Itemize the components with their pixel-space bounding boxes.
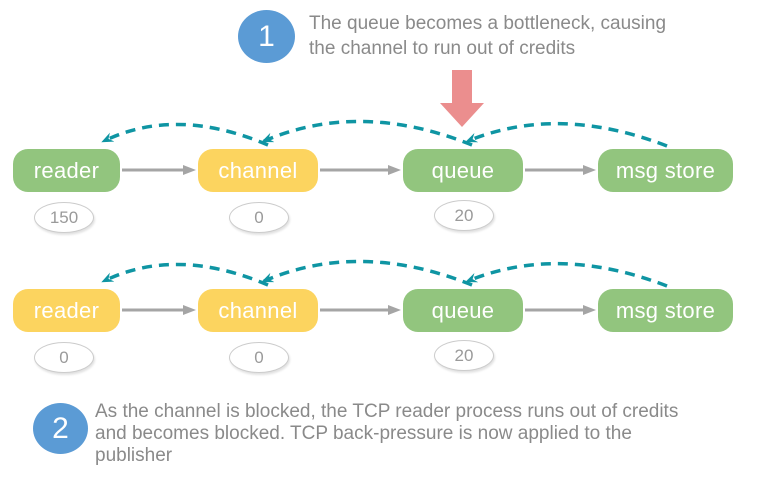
node-reader-row2: reader (13, 289, 120, 332)
node-label: reader (33, 157, 100, 183)
node-label: queue (431, 297, 495, 323)
credit-arc-queue-channel-row2 (261, 259, 473, 287)
node-label: msg store (615, 297, 716, 323)
credit-badge-queue-row2: 20 (434, 340, 494, 371)
node-reader-row1: reader (13, 149, 120, 192)
step-badge-1: 1 (238, 10, 295, 63)
node-queue-row1: queue (403, 149, 523, 192)
credit-value: 20 (454, 205, 474, 225)
credit-value: 0 (59, 347, 69, 367)
credit-value: 20 (454, 345, 474, 365)
annotation-2-line-2: and becomes blocked. TCP back-pressure i… (95, 423, 632, 444)
credit-arc-msgstore-queue-row2 (465, 261, 668, 288)
node-msgstore-row2: msg store (598, 289, 733, 332)
credit-badge-queue-row1: 20 (434, 200, 494, 231)
node-label: msg store (615, 157, 716, 183)
annotation-2: As the channel is blocked, the TCP reade… (95, 401, 678, 467)
annotation-1: The queue becomes a bottleneck, causing … (309, 11, 666, 61)
credit-arc-queue-channel-row1 (261, 119, 473, 147)
annotation-1-line-1: The queue becomes a bottleneck, causing (309, 13, 667, 34)
credit-badge-channel-row2: 0 (229, 342, 289, 373)
node-label: reader (33, 297, 100, 323)
node-channel-row2: channel (198, 289, 318, 332)
step-badge-2: 2 (33, 403, 88, 454)
credit-value: 0 (254, 347, 264, 367)
credit-arc-channel-reader-row2 (101, 262, 269, 287)
credit-badge-reader-row2: 0 (34, 342, 94, 373)
node-label: channel (218, 157, 298, 183)
node-label: queue (431, 157, 495, 183)
credit-value: 0 (254, 207, 264, 227)
credit-arc-channel-reader-row1 (101, 122, 269, 147)
node-channel-row1: channel (198, 149, 318, 192)
credit-badge-channel-row1: 0 (229, 202, 289, 233)
bottleneck-arrow-icon (440, 70, 484, 127)
annotation-1-line-2: the channel to run out of credits (309, 38, 576, 59)
credit-value: 150 (49, 207, 79, 227)
step-number: 1 (258, 19, 275, 53)
credit-arc-msgstore-queue-row1 (465, 121, 668, 148)
node-msgstore-row1: msg store (598, 149, 733, 192)
credit-badge-reader-row1: 150 (34, 202, 94, 233)
annotation-2-line-3: publisher (95, 445, 173, 466)
node-label: channel (218, 297, 298, 323)
node-queue-row2: queue (403, 289, 523, 332)
annotation-2-line-1: As the channel is blocked, the TCP reade… (95, 401, 679, 422)
step-number: 2 (52, 411, 69, 445)
